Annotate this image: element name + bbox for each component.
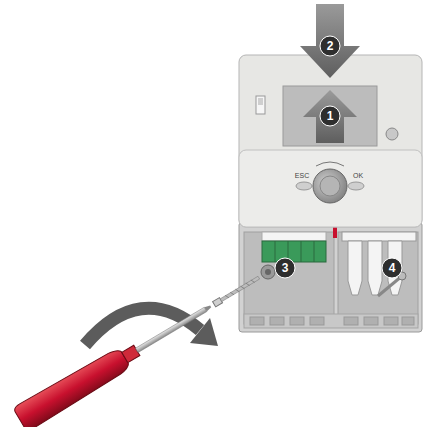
power-terminals — [342, 232, 416, 295]
terminal-block — [262, 226, 337, 262]
key-label: OK — [353, 172, 363, 179]
controller-cover — [239, 55, 422, 227]
callout-number: 3 — [282, 262, 289, 274]
push-arrow — [303, 90, 357, 143]
callout-number: 1 — [327, 110, 334, 122]
screw-hole-center — [265, 269, 271, 275]
press-arrow — [300, 4, 360, 78]
screwdriver — [13, 266, 266, 427]
screw-hole — [261, 265, 275, 279]
key-label: ESC — [295, 172, 309, 179]
callout-number: 4 — [389, 262, 396, 274]
control-knob — [296, 162, 364, 203]
terminal-base — [239, 222, 422, 332]
callout-circles — [275, 36, 402, 278]
callout-number: 2 — [327, 40, 334, 52]
